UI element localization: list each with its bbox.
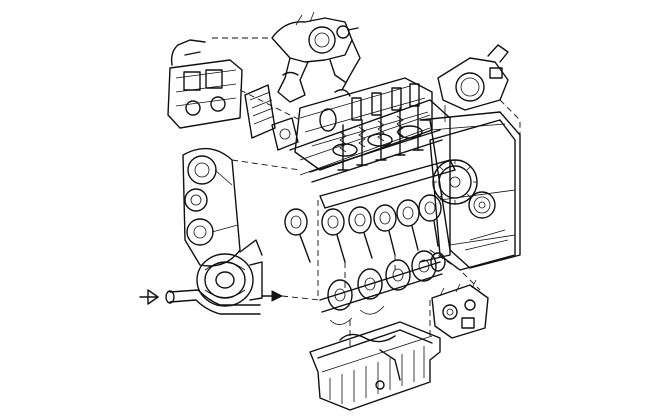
valve-stems [337, 103, 424, 171]
intake-plate [271, 117, 299, 151]
piston-1 [284, 208, 311, 263]
crank-journal-3 [385, 259, 411, 291]
accessory-pulley-1 [187, 155, 217, 185]
timing-gear-small [468, 191, 496, 219]
fuel-injection-pump [431, 279, 489, 339]
timing-gear-housing [429, 119, 516, 271]
pistons-conrods [284, 194, 442, 263]
throttle-body [437, 44, 521, 160]
piston-2 [321, 208, 346, 263]
piston-3 [348, 206, 373, 259]
egr-gasket [244, 84, 276, 139]
turbocharger [212, 11, 361, 103]
cylinder-head [294, 77, 433, 171]
crank-journal-4 [411, 250, 437, 282]
piston-5 [396, 199, 420, 251]
camshaft-valvetrain [309, 103, 456, 209]
piston-6 [418, 194, 442, 247]
egr-valve-assembly [167, 39, 301, 151]
accessory-pulley-2 [184, 188, 208, 212]
accessory-pulley-3 [186, 218, 214, 246]
crank-journal-1 [327, 279, 353, 311]
accessory-drive [182, 147, 301, 267]
piston-4 [373, 204, 397, 256]
assembly-arrow-icon [261, 290, 284, 302]
crankshaft [319, 250, 446, 325]
inlet-pipe [139, 289, 261, 315]
timing-gear-large [432, 159, 478, 205]
oil-pan [309, 321, 441, 411]
rocker-springs [339, 115, 404, 153]
crank-journal-2 [357, 268, 383, 300]
oil-pan-ribs [329, 346, 425, 404]
harmonic-balancer [196, 239, 263, 307]
